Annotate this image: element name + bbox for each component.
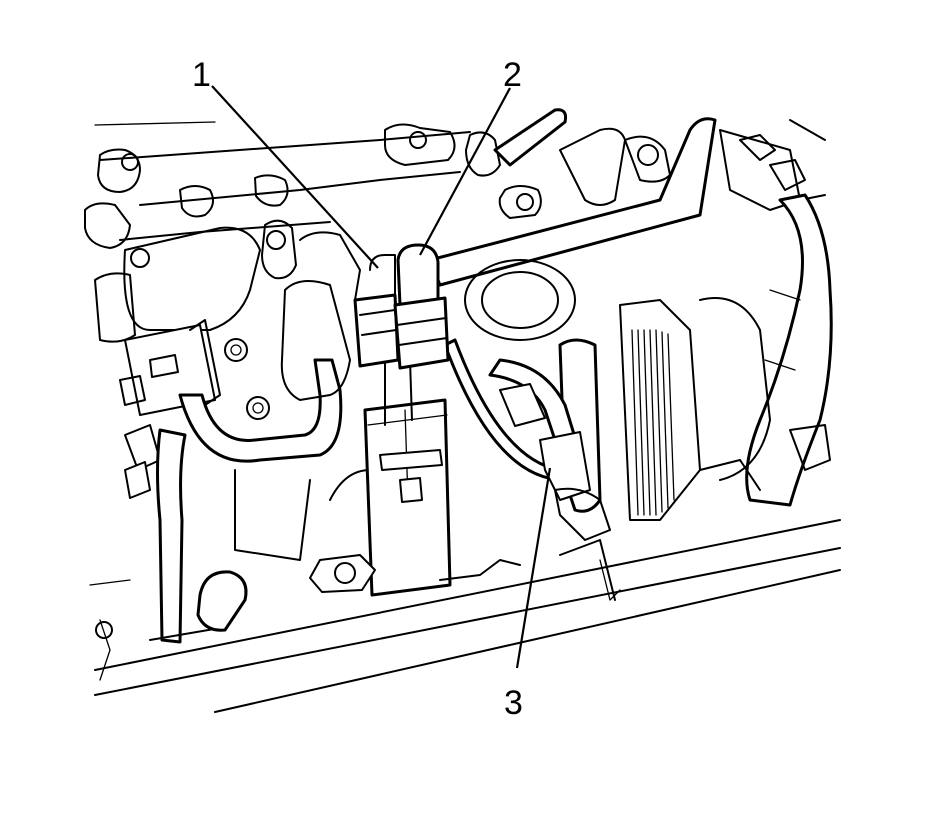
evap-connectors (353, 243, 450, 370)
leader-1 (211, 85, 379, 269)
leader-3 (515, 467, 552, 669)
cooler-fins (631, 329, 675, 516)
callout-1: 1 (192, 56, 211, 94)
callout-2: 2 (503, 56, 522, 94)
callout-3: 3 (504, 684, 523, 722)
engine-background (84, 108, 841, 713)
leader-2 (419, 87, 511, 256)
callout-leaders (211, 85, 552, 669)
